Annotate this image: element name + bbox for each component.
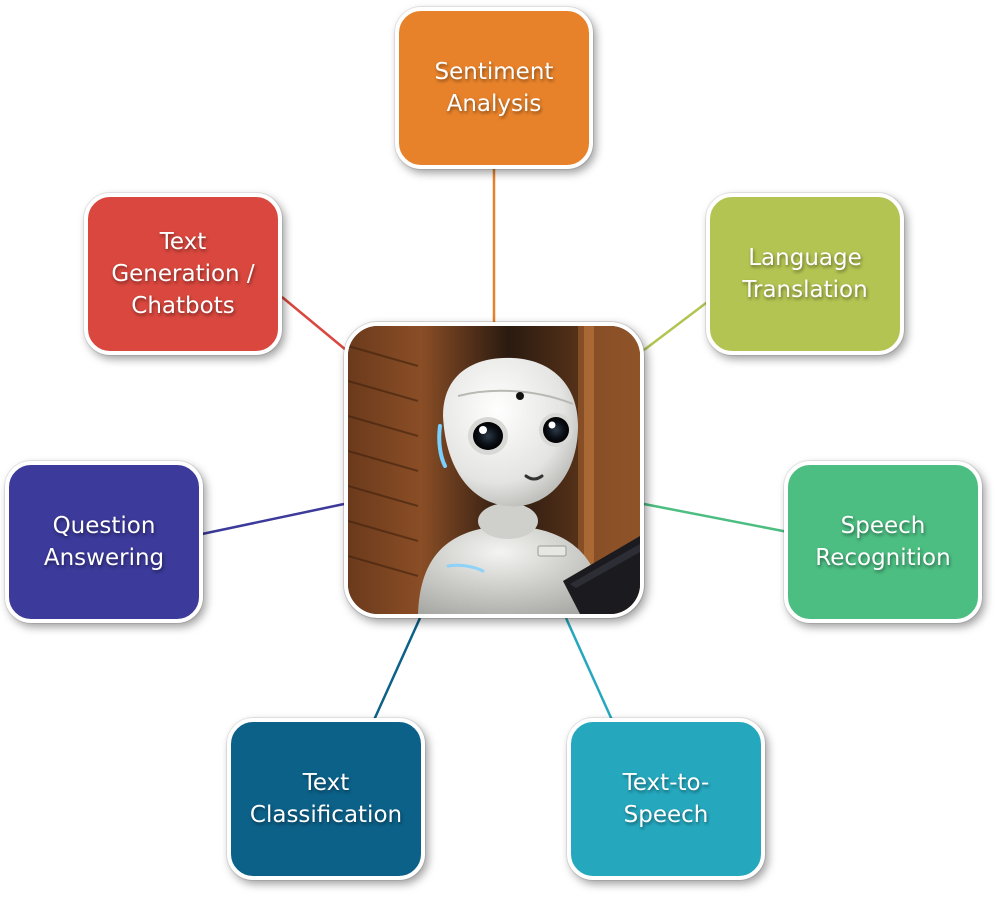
node-text-classification: Text Classification [227,718,425,880]
node-text-to-speech: Text-to- Speech [567,718,765,880]
node-text-generation-chatbots: Text Generation / Chatbots [84,193,282,355]
node-question-answering: Question Answering [5,461,203,623]
node-label: Text Classification [249,770,403,828]
node-label: Text Generation / Chatbots [111,229,255,319]
node-language-translation: Language Translation [706,193,904,355]
node-label: Sentiment Analysis [434,59,554,117]
node-label: Text-to- Speech [622,770,710,828]
connector-classify [372,617,422,721]
connector-generation [281,296,347,351]
robot-photo-icon [344,322,644,618]
connector-qa [201,502,345,536]
node-label: Question Answering [43,513,165,571]
node-sentiment-analysis: Sentiment Analysis [395,7,593,169]
connector-translation [643,299,711,351]
connector-speech [643,502,789,534]
connector-tts [564,617,614,721]
node-label: Speech Recognition [815,513,951,571]
node-speech-recognition: Speech Recognition [784,461,982,623]
node-label: Language Translation [742,245,868,303]
